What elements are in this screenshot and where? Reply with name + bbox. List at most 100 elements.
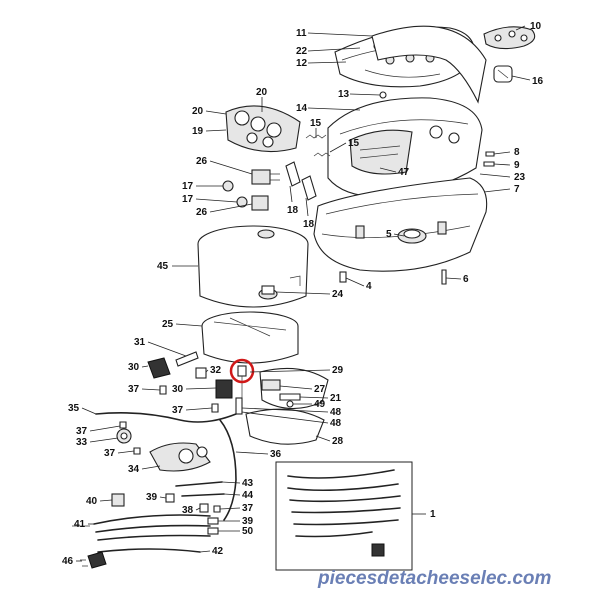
callout-18-a: 18 <box>287 205 299 216</box>
switch-26a <box>251 169 280 185</box>
callout-15-b: 15 <box>348 138 360 149</box>
tube-36 <box>219 419 237 521</box>
callout-14: 14 <box>296 103 308 114</box>
screw-13 <box>379 91 387 99</box>
solenoid-34 <box>149 442 211 472</box>
callout-46: 46 <box>62 556 74 567</box>
callout-41: 41 <box>74 519 86 530</box>
screw-37c <box>119 421 127 429</box>
power-cord-42 <box>97 548 201 553</box>
pipe-31 <box>175 351 199 367</box>
callout-24: 24 <box>332 289 344 300</box>
clip-39b <box>207 517 219 525</box>
callout-37-c: 37 <box>76 426 88 437</box>
screw-8 <box>485 151 495 157</box>
callout-37-a: 37 <box>128 384 140 395</box>
harness-41 <box>72 514 211 541</box>
switch-knob <box>493 65 513 83</box>
callout-43: 43 <box>242 478 254 489</box>
callout-38: 38 <box>182 505 194 516</box>
callout-42: 42 <box>212 546 224 557</box>
gasket-18a <box>285 161 301 187</box>
clip-49 <box>286 400 294 408</box>
base-shell <box>313 177 488 272</box>
heating-plate-29 <box>259 367 329 410</box>
callout-7: 7 <box>514 184 520 195</box>
callout-27: 27 <box>314 384 326 395</box>
callout-1: 1 <box>430 509 436 520</box>
wire-44 <box>181 493 225 497</box>
callout-30-b: 30 <box>172 384 184 395</box>
connector-33 <box>116 428 132 444</box>
callout-44: 44 <box>242 490 254 501</box>
callout-6: 6 <box>463 274 469 285</box>
callout-10: 10 <box>530 21 542 32</box>
callout-35: 35 <box>68 403 80 414</box>
callout-37-b: 37 <box>172 405 184 416</box>
callout-31: 31 <box>134 337 146 348</box>
switch-26b <box>251 195 269 211</box>
callout-45: 45 <box>157 261 169 272</box>
screw-37e <box>213 505 221 513</box>
carry-handle <box>371 25 487 104</box>
main-cover <box>327 97 483 198</box>
callout-18-b: 18 <box>303 219 315 230</box>
callout-5: 5 <box>386 229 392 240</box>
callout-17-b: 17 <box>182 194 194 205</box>
wire-43 <box>175 481 223 487</box>
callout-36: 36 <box>270 449 282 460</box>
screw-37b <box>211 403 219 413</box>
gasket-18b <box>301 175 317 201</box>
callout-15-a: 15 <box>310 118 322 129</box>
clip-38 <box>199 503 209 513</box>
callout-23: 23 <box>514 172 526 183</box>
highlighted-valve <box>229 358 255 398</box>
wiring-kit-box <box>275 461 413 571</box>
callout-39-b: 39 <box>242 516 254 527</box>
callout-32: 32 <box>210 365 222 376</box>
fitting-48 <box>235 397 243 415</box>
button-plate <box>483 26 536 50</box>
callout-33: 33 <box>76 437 88 448</box>
callout-4: 4 <box>366 281 372 292</box>
callout-26-a: 26 <box>196 156 208 167</box>
cover-28 <box>245 408 325 445</box>
highlight-circle <box>229 358 255 384</box>
callout-numbers: 11 10 22 12 16 13 20 14 20 19 15 15 8 9 … <box>62 21 544 567</box>
callout-40: 40 <box>86 496 98 507</box>
callout-48-b: 48 <box>330 418 342 429</box>
screw-37a <box>159 385 167 395</box>
cap-17a <box>222 180 234 192</box>
callout-50: 50 <box>242 526 254 537</box>
callout-9: 9 <box>514 160 520 171</box>
callout-8: 8 <box>514 147 520 158</box>
callout-48-a: 48 <box>330 407 342 418</box>
boiler-25 <box>201 311 299 364</box>
valve-32 <box>195 367 207 379</box>
callout-12: 12 <box>296 58 308 69</box>
plug-46 <box>80 551 107 569</box>
clip-50 <box>207 527 219 535</box>
callout-22: 22 <box>296 46 308 57</box>
button-set-20 <box>225 105 301 153</box>
callout-11: 11 <box>296 28 307 39</box>
callout-49: 49 <box>314 399 326 410</box>
callout-21: 21 <box>330 393 342 404</box>
callout-16: 16 <box>532 76 544 87</box>
callout-26-b: 26 <box>196 207 208 218</box>
leader-lines <box>76 25 531 562</box>
callout-28: 28 <box>332 436 344 447</box>
callout-29: 29 <box>332 365 344 376</box>
callout-19: 19 <box>192 126 204 137</box>
clip-39a <box>165 493 175 503</box>
screw-37d <box>133 447 141 455</box>
callout-37-d: 37 <box>104 448 116 459</box>
tube-35 <box>95 412 237 423</box>
heat-shield-45 <box>197 225 309 308</box>
watermark-text: piecesdetacheeselec.com <box>317 568 552 589</box>
callout-25: 25 <box>162 319 174 330</box>
callout-13: 13 <box>338 89 350 100</box>
pump-30a <box>147 357 171 379</box>
switch-40 <box>111 493 125 507</box>
